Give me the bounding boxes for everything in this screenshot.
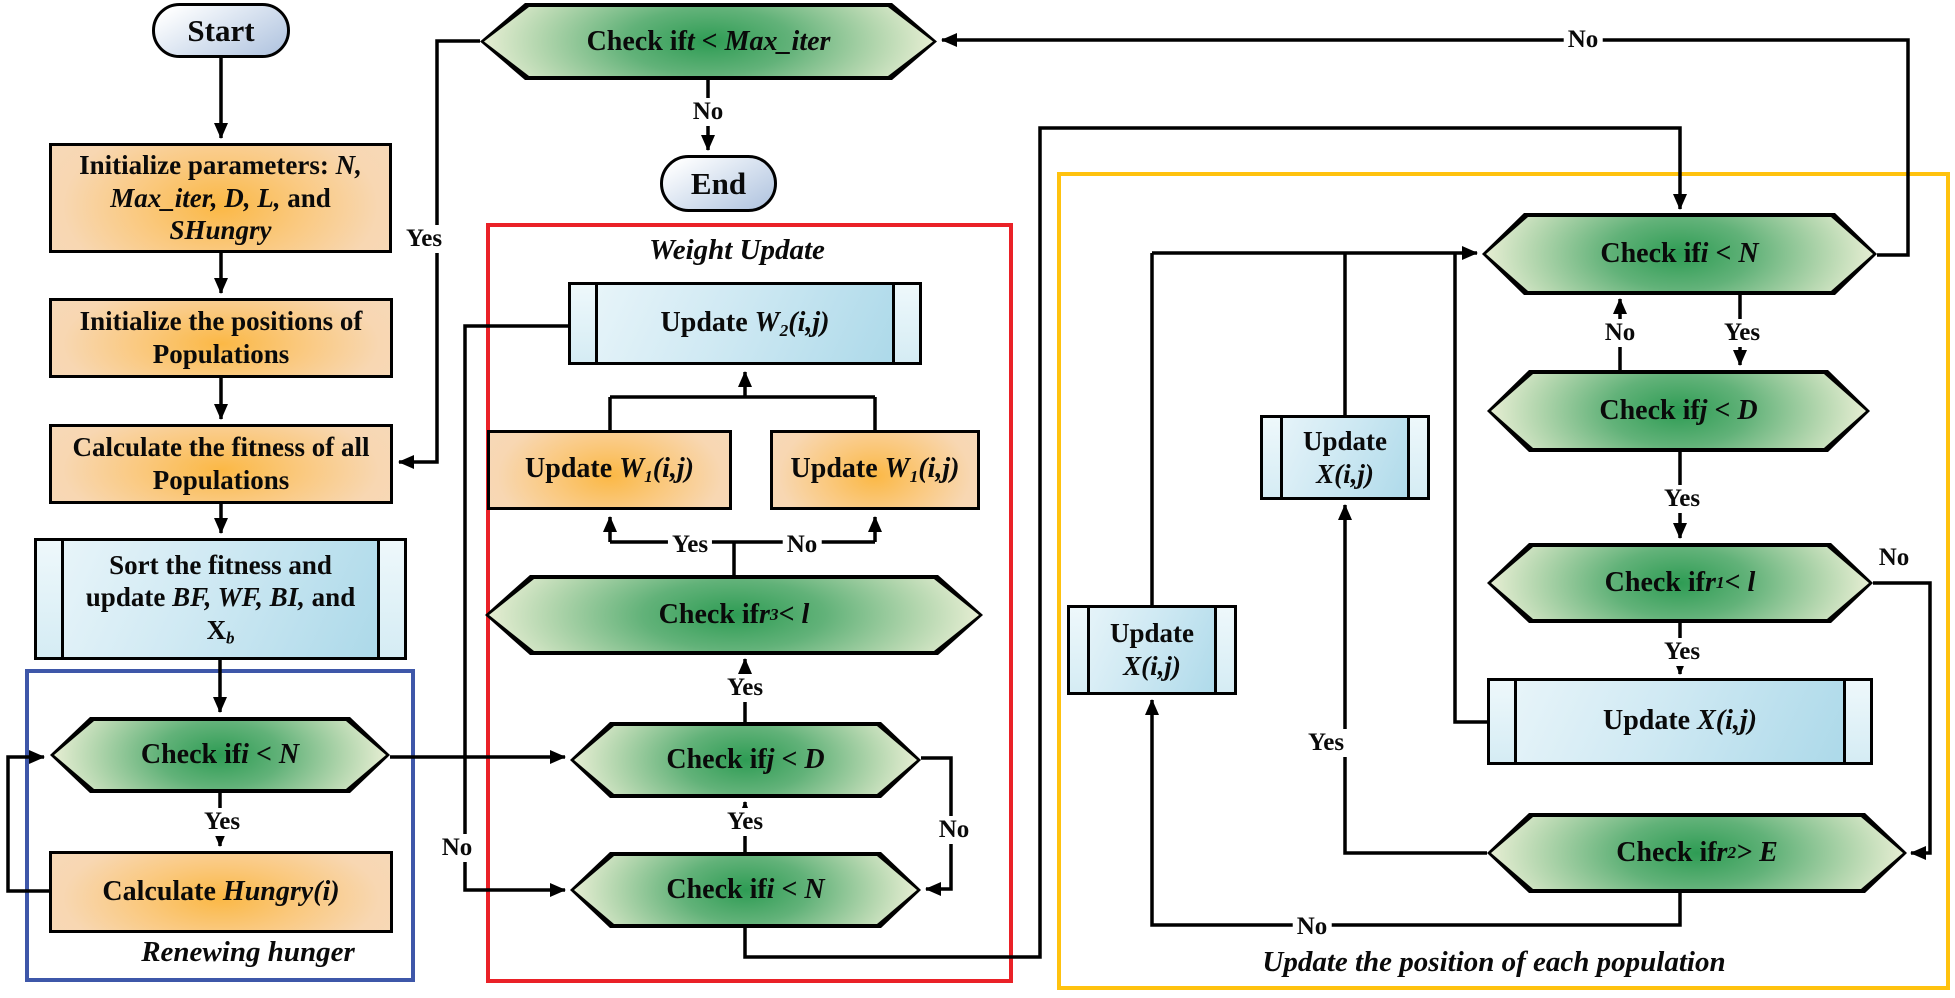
hex-check-j-d-red-text: Check if j < D <box>666 744 825 775</box>
box-update-x-lower: Update X(i,j) <box>1067 605 1237 695</box>
predefined-bar-left <box>1263 418 1283 497</box>
box-initialize-parameters: Initialize parameters: N, Max_iter, D, L… <box>49 143 392 253</box>
label-yes-r2-xupper: Yes <box>1303 729 1349 757</box>
label-position-update: Update the position of each population <box>1262 946 1726 978</box>
box-calculate-fitness-text: Calculate the fitness of all Populations <box>72 432 370 495</box>
box-initialize-positions: Initialize the positions of Populations <box>49 298 393 378</box>
box-calculate-fitness: Calculate the fitness of all Populations <box>49 424 393 504</box>
predefined-bar-left <box>1490 681 1517 762</box>
hex-check-j-d-yellow: Check if j < D <box>1487 370 1870 452</box>
predefined-bar-right <box>1843 681 1870 762</box>
label-no-t-end: No <box>688 98 728 126</box>
box-initialize-parameters-text: Initialize parameters: N, Max_iter, D, L… <box>79 149 362 246</box>
edge-xbig-out-left <box>1453 253 1487 724</box>
label-yes-r1-xbig: Yes <box>1659 638 1705 666</box>
region-weight-update <box>486 223 1013 983</box>
hex-check-t-maxiter: Check if t < Max_iter <box>480 3 937 80</box>
hex-check-t-maxiter-text: Check if t < Max_iter <box>586 25 831 57</box>
end-label: End <box>690 165 747 201</box>
predefined-bar-left <box>571 285 598 362</box>
hex-check-j-d-yellow-text: Check if j < D <box>1599 395 1758 426</box>
predefined-bar-left <box>1070 608 1090 692</box>
box-update-x-lower-text: Update X(i,j) <box>1109 618 1194 681</box>
start-terminal: Start <box>152 3 290 58</box>
box-update-w2-text: Update W2(i,j) <box>660 306 830 340</box>
edge-hungry-loop-back <box>6 750 49 893</box>
box-update-x-big: Update X(i,j) <box>1487 678 1873 765</box>
hex-check-i-n-left: Check if i < N <box>50 717 390 793</box>
label-yes-ired-jred: Yes <box>722 808 768 836</box>
start-label: Start <box>187 12 255 48</box>
label-no-r1-r2: No <box>1874 544 1914 572</box>
box-update-w1-right: Update W1(i,j) <box>770 430 980 510</box>
edge-checkired-exit-to-checkiyellow <box>743 126 1687 959</box>
box-calculate-hungry: Calculate Hungry(i) <box>49 851 393 933</box>
box-update-x-upper: Update X(i,j) <box>1260 415 1430 500</box>
label-no-r2-xlower: No <box>1292 913 1332 941</box>
box-update-w1-left-text: Update W1(i,j) <box>525 453 694 487</box>
hex-check-j-d-red: Check if j < D <box>570 722 921 798</box>
box-sort-fitness-text: Sort the fitness and update BF, WF, BI, … <box>85 549 356 649</box>
label-weight-update: Weight Update <box>649 234 825 266</box>
edge-checkiyellow-no-checkt <box>941 33 1910 257</box>
box-sort-fitness: Sort the fitness and update BF, WF, BI, … <box>34 538 407 660</box>
predefined-bar-right <box>892 285 919 362</box>
box-calculate-hungry-text: Calculate Hungry(i) <box>102 875 340 907</box>
label-yes-jyellow-r1: Yes <box>1659 485 1705 513</box>
edge-r2-no-xlower <box>1145 699 1682 927</box>
box-initialize-positions-text: Initialize the positions of Populations <box>79 306 363 369</box>
label-no-jyellow-iyellow: No <box>1600 319 1640 347</box>
hex-check-i-n-yellow: Check if i < N <box>1482 213 1877 295</box>
label-yes-t-loop: Yes <box>401 225 447 253</box>
box-update-w1-left: Update W1(i,j) <box>487 430 732 510</box>
label-yes-jred-r3: Yes <box>722 674 768 702</box>
label-no-ileft-ired: No <box>437 834 477 862</box>
label-yes-ileft-hungry: Yes <box>199 808 245 836</box>
hex-check-i-n-red: Check if i < N <box>570 852 921 928</box>
hex-check-i-n-yellow-text: Check if i < N <box>1600 238 1759 269</box>
predefined-bar-left <box>37 541 64 657</box>
predefined-bar-right <box>1214 608 1234 692</box>
box-update-w2: Update W2(i,j) <box>568 282 922 365</box>
label-no-iyellow-t: No <box>1563 26 1603 54</box>
predefined-bar-right <box>377 541 404 657</box>
box-update-w1-right-text: Update W1(i,j) <box>790 453 960 487</box>
edge-w2-loop-checkjred <box>463 324 568 764</box>
label-renewing-hunger: Renewing hunger <box>141 936 355 968</box>
label-yes-r3-w1left: Yes <box>667 531 713 559</box>
region-position-update <box>1057 172 1950 990</box>
predefined-bar-right <box>1407 418 1427 497</box>
end-terminal: End <box>660 155 777 212</box>
box-update-x-big-text: Update X(i,j) <box>1602 705 1757 737</box>
label-yes-iyellow-jyellow: Yes <box>1719 319 1765 347</box>
hex-check-i-n-red-text: Check if i < N <box>666 874 825 905</box>
edge-r2-yes-xupper <box>1338 504 1487 855</box>
box-update-x-upper-text: Update X(i,j) <box>1302 425 1387 489</box>
label-no-r3-w1right: No <box>782 531 822 559</box>
edge-r1-no-r2 <box>1873 581 1932 860</box>
hex-check-i-n-left-text: Check if i < N <box>140 739 300 770</box>
edge-checkileft-no-checkired <box>390 755 566 897</box>
label-no-jred-ired: No <box>934 816 974 844</box>
